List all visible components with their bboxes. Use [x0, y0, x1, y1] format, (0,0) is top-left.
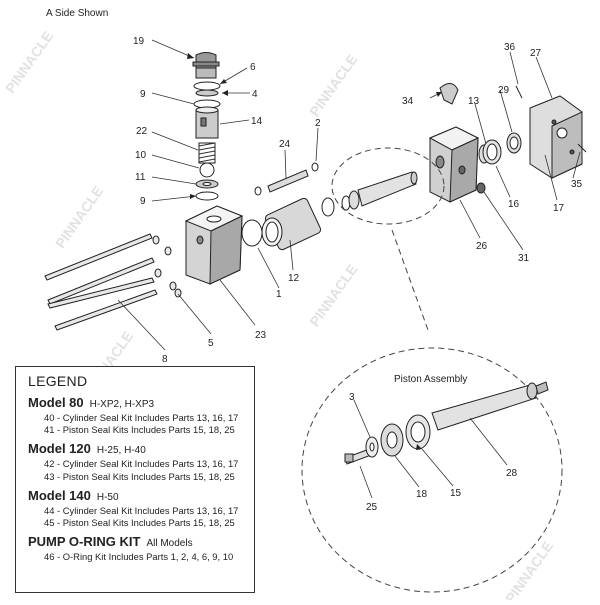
callout-8: 8	[162, 354, 168, 365]
callout-numbers: 19 6 4 9 14 22 10 11 9 24 2 34 36 27 13 …	[133, 36, 583, 513]
callout-12: 12	[288, 273, 300, 284]
callout-35: 35	[571, 179, 583, 190]
legend-group: Model 80 H-XP2, H-XP3 40 - Cylinder Seal …	[28, 396, 254, 436]
legend-model-sub: H-50	[96, 491, 119, 503]
legend-model-sub: H-XP2, H-XP3	[89, 399, 155, 410]
legend-model: PUMP O-RING KIT	[28, 534, 141, 550]
callout-2: 2	[315, 118, 321, 129]
callout-11: 11	[135, 172, 146, 183]
legend-line: 44 - Cylinder Seal Kit Includes Parts 13…	[44, 504, 239, 516]
piston-assembly-title: Piston Assembly	[394, 374, 467, 385]
legend-model: Model 120	[28, 441, 91, 457]
callout-14: 14	[251, 116, 263, 127]
tie-rods	[44, 233, 182, 331]
legend-group: PUMP O-RING KIT All Models 46 - O-Ring Ki…	[28, 535, 254, 563]
legend-line: 42 - Cylinder Seal Kit Includes Parts 13…	[44, 458, 239, 470]
callout-4: 4	[252, 89, 258, 100]
callout-9b: 9	[140, 196, 146, 207]
leader-arrowheads	[187, 53, 442, 450]
piston-assembly-detail	[344, 381, 549, 465]
leader-lines	[117, 39, 581, 499]
detail-link	[301, 147, 563, 593]
watermark-text: PINNACLE	[52, 183, 106, 251]
legend-model: Model 140	[28, 487, 91, 503]
pump-head-stack	[192, 52, 221, 201]
legend-group: Model 140 H-50 44 - Cylinder Seal Kit Inc…	[28, 487, 254, 529]
watermark-text: PINNACLE	[306, 51, 360, 119]
legend-line: 45 - Piston Seal Kits Includes Parts 15,…	[44, 517, 235, 529]
callout-18: 18	[416, 489, 428, 500]
callout-15: 15	[450, 488, 462, 499]
callout-23: 23	[255, 330, 267, 341]
manifold-block	[428, 83, 587, 203]
callout-13: 13	[468, 96, 480, 107]
callout-25: 25	[366, 502, 378, 513]
callout-22: 22	[136, 126, 148, 137]
legend-line: 43 - Piston Seal Kits Includes Parts 15,…	[44, 470, 235, 482]
watermark-text: PINNACLE	[306, 261, 360, 329]
piston-main	[341, 171, 418, 211]
legend-group: Model 120 H-25, H-40 42 - Cylinder Seal K…	[28, 442, 254, 482]
legend-line: 41 - Piston Seal Kits Includes Parts 15,…	[44, 424, 235, 436]
callout-26: 26	[476, 241, 488, 252]
callout-3: 3	[349, 392, 355, 403]
callout-6: 6	[250, 62, 256, 73]
legend-box: LEGEND Model 80 H-XP2, H-XP3 40 - Cylinde…	[15, 366, 255, 593]
legend-line: 40 - Cylinder Seal Kit Includes Parts 13…	[44, 412, 239, 423]
callout-31: 31	[518, 253, 530, 264]
watermark-text: PINNACLE	[502, 538, 556, 600]
callout-27: 27	[530, 48, 542, 59]
callout-5: 5	[208, 338, 214, 349]
callout-9: 9	[140, 89, 146, 100]
legend-line: 46 - O-Ring Kit Includes Parts 1, 2, 4, …	[44, 551, 234, 563]
callout-10: 10	[135, 150, 147, 161]
legend-model-sub: All Models	[146, 538, 193, 550]
callout-29: 29	[498, 85, 510, 96]
callout-16: 16	[508, 199, 520, 210]
callout-19: 19	[133, 36, 145, 47]
legend-model: Model 80	[28, 395, 84, 410]
legend-title: LEGEND	[28, 373, 88, 389]
legend-model-sub: H-25, H-40	[96, 445, 146, 457]
watermark-text: PINNACLE	[2, 28, 56, 96]
callout-24: 24	[279, 139, 291, 150]
view-caption: A Side Shown	[46, 8, 109, 19]
callout-17: 17	[553, 203, 565, 214]
callout-28: 28	[506, 468, 518, 479]
callout-34: 34	[402, 96, 414, 107]
pump-block	[184, 205, 244, 285]
cylinder-assembly	[241, 162, 335, 251]
callout-36: 36	[504, 42, 516, 53]
callout-1: 1	[276, 289, 282, 300]
